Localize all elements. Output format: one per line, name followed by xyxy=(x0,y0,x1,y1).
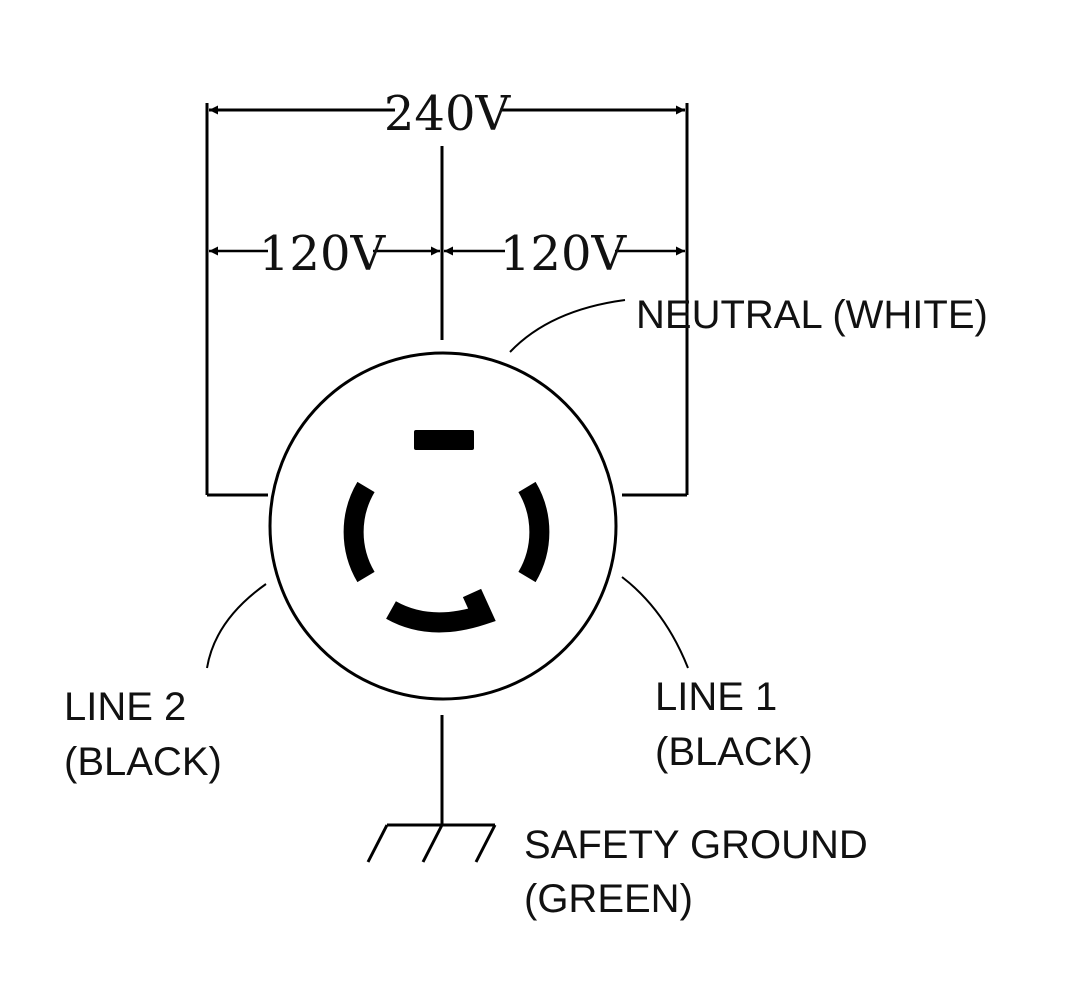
line2-name-label: LINE 2 xyxy=(64,685,186,729)
neutral-leader xyxy=(509,299,626,353)
line2-color-label: (BLACK) xyxy=(64,740,222,784)
line1-name-label: LINE 1 xyxy=(655,675,777,719)
ground-symbol-hatch-2 xyxy=(421,824,444,863)
ground-symbol-hatch-1 xyxy=(366,824,389,863)
receptacle-face xyxy=(268,351,618,701)
ground-color-label: (GREEN) xyxy=(524,877,693,921)
line1-leader xyxy=(621,576,689,669)
voltage-120v-right-label: 120V xyxy=(500,226,628,282)
neutral-label: NEUTRAL (WHITE) xyxy=(636,293,988,337)
voltage-240v-label: 240V xyxy=(384,86,512,142)
ground-name-label: SAFETY GROUND xyxy=(524,823,868,867)
line1-color-label: (BLACK) xyxy=(655,730,813,774)
ground-slot xyxy=(386,588,496,633)
line2-slot xyxy=(343,481,375,583)
voltage-120v-left-label: 120V xyxy=(259,226,387,282)
line2-leader xyxy=(206,583,267,669)
neutral-slot xyxy=(414,430,474,450)
line1-slot xyxy=(518,481,550,583)
ground-symbol-hatch-3 xyxy=(474,824,497,863)
